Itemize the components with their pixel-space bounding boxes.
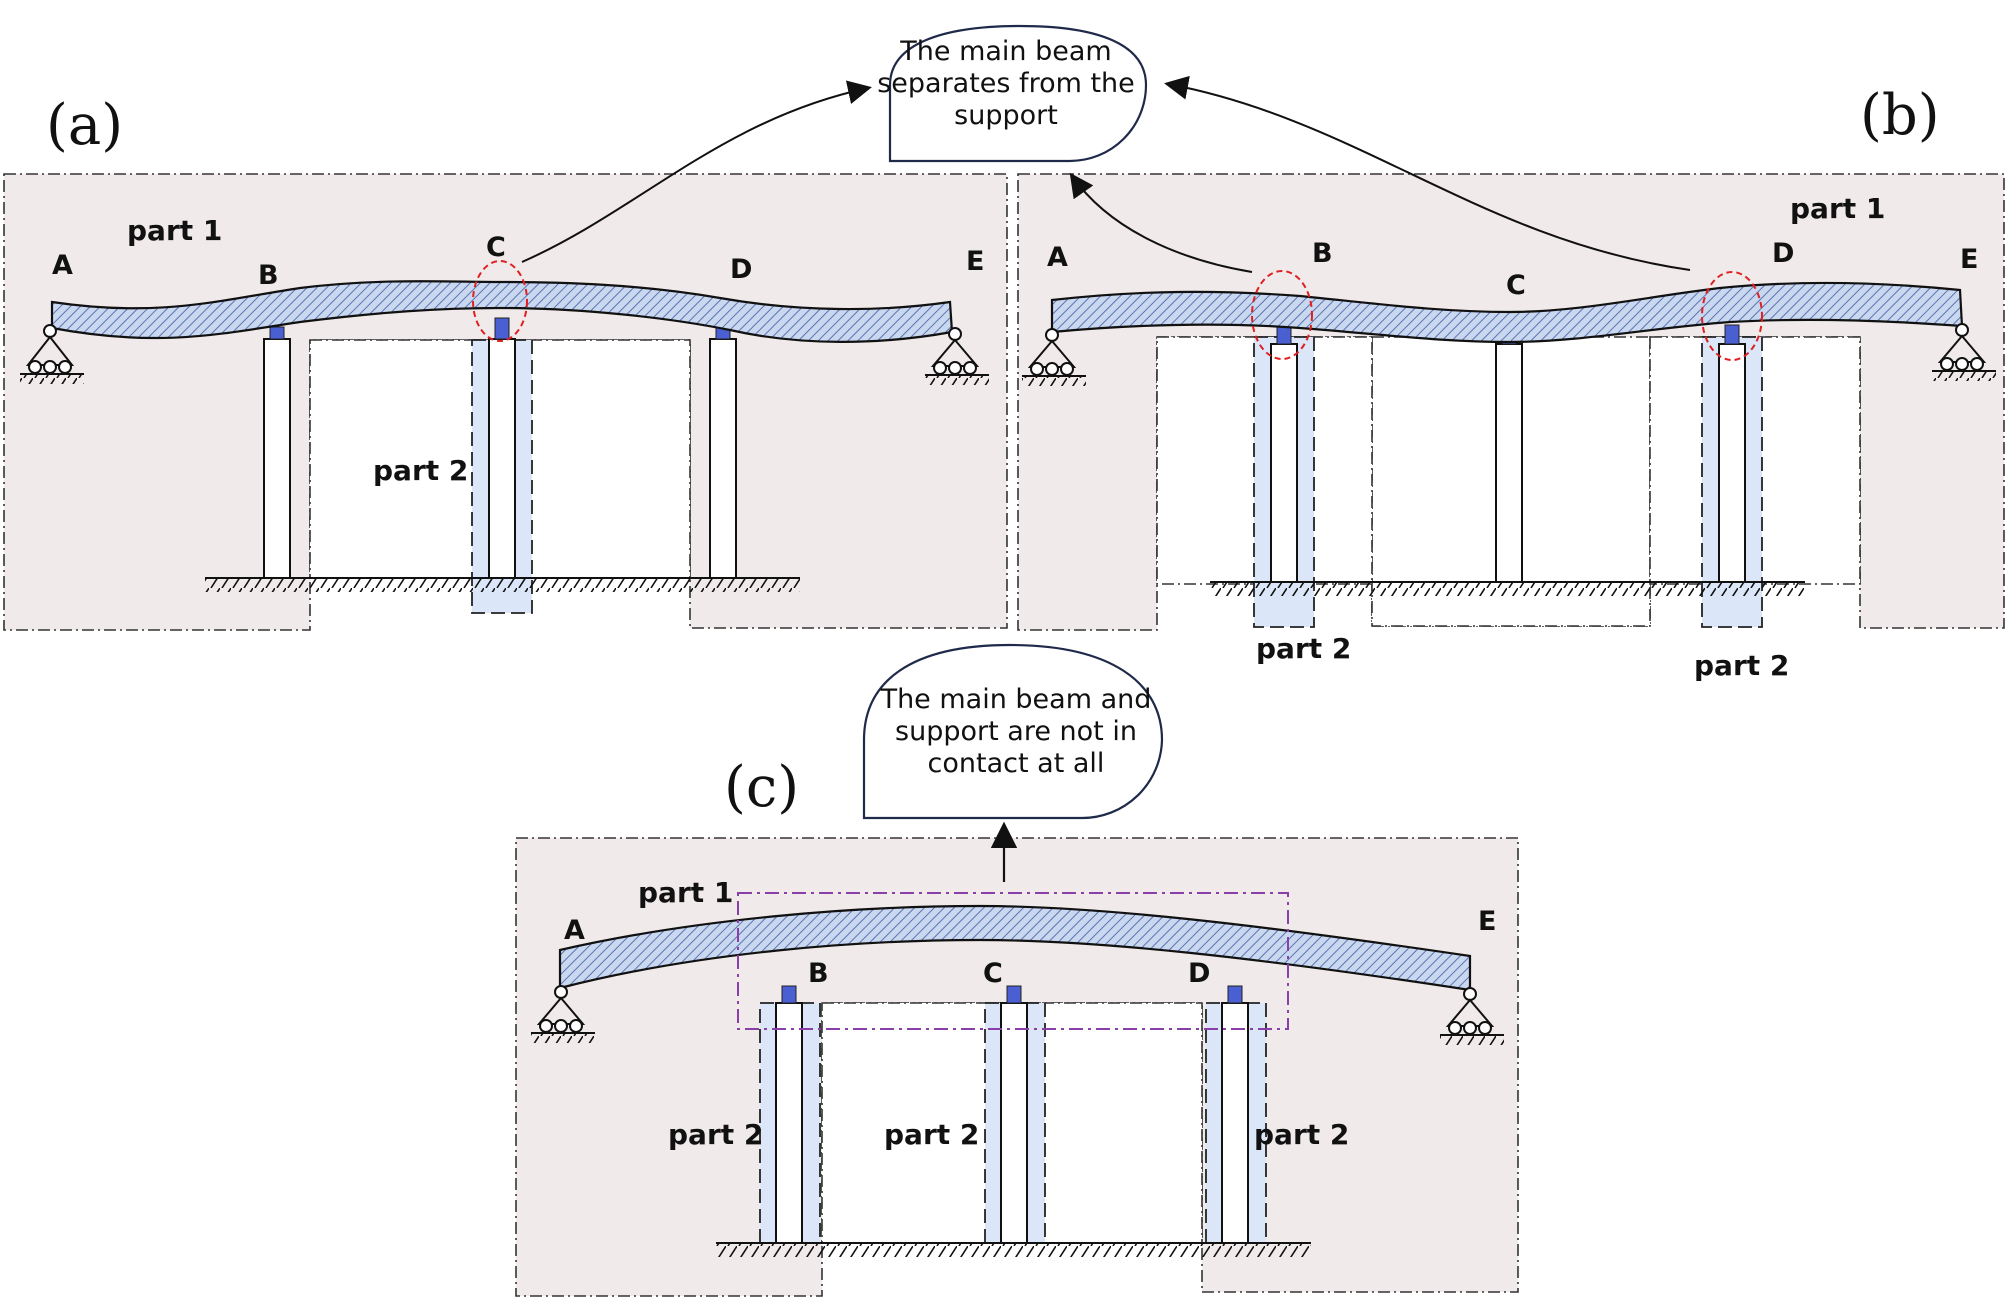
column-d-a: [709, 338, 737, 579]
pin-support-a-left: [20, 324, 84, 384]
bearing-d-b: [1724, 324, 1740, 345]
column-c-c: [1000, 1002, 1028, 1244]
pin-support-b-left: [1022, 328, 1086, 386]
bearing-d-c: [1227, 985, 1243, 1004]
bearing-b-c: [781, 985, 797, 1004]
panel-label-b: (b): [1860, 83, 1940, 148]
red-marker-a: [472, 260, 528, 342]
bearing-c-a: [494, 317, 510, 340]
column-d-c: [1221, 1002, 1249, 1244]
point-e-b: E: [1960, 244, 1978, 275]
point-e-a: E: [966, 246, 984, 277]
part2-label-c-mid: part 2: [884, 1118, 979, 1151]
pin-support-c-left: [531, 985, 595, 1043]
point-b-b: B: [1312, 238, 1333, 269]
callout-bottom-line2: support are not in: [895, 716, 1137, 747]
callout-top-line1: The main beam: [899, 36, 1111, 67]
column-c-b: [1495, 343, 1523, 583]
point-d-b: D: [1772, 238, 1794, 269]
panel-a: (a) A B C D E part 1 part 2: [3, 93, 1008, 631]
ground-c: [716, 1243, 1311, 1257]
part2-label-a: part 2: [373, 454, 468, 487]
panel-label-c: (c): [724, 755, 799, 820]
panel-b: (b) A B C D E part 1 part 2 part 2: [1017, 83, 2005, 682]
column-b-b: [1270, 343, 1298, 583]
ground-a: [205, 578, 800, 592]
bearing-b-a: [269, 326, 285, 340]
point-a-a: A: [52, 250, 73, 281]
point-c-b: C: [1506, 270, 1526, 301]
callout-top-line2: separates from the: [877, 68, 1135, 99]
point-c-a: C: [486, 232, 506, 263]
pin-support-a-right: [925, 327, 989, 385]
pin-support-b-right: [1932, 323, 1996, 381]
column-b-c: [775, 1002, 803, 1244]
point-b-a: B: [258, 260, 279, 291]
column-c-a: [488, 338, 516, 579]
point-c-c: C: [983, 958, 1003, 989]
arrow-b-b-to-region: [1069, 172, 1253, 273]
pin-support-c-right: [1440, 987, 1504, 1045]
red-marker-b-left: [1251, 270, 1313, 360]
arrow-b-d-to-callout: [1164, 75, 1691, 271]
panel-label-a: (a): [46, 93, 123, 158]
part1-label-a: part 1: [127, 214, 222, 247]
point-a-b: A: [1047, 242, 1068, 273]
arrow-a-to-callout: [521, 80, 872, 263]
callout-bottom-bubble: [862, 643, 1164, 820]
column-d-b: [1718, 343, 1746, 583]
point-a-c: A: [564, 915, 585, 946]
callout-top-bubble: [888, 24, 1148, 163]
callout-bottom-line1: The main beam and: [880, 684, 1152, 715]
callout-top-line3: support: [954, 100, 1058, 131]
part1-label-b: part 1: [1790, 192, 1885, 225]
part2-label-c-left: part 2: [668, 1118, 763, 1151]
bearing-c-c: [1006, 985, 1022, 1004]
part2-label-b-left: part 2: [1256, 632, 1351, 665]
point-e-c: E: [1478, 906, 1496, 937]
column-b-a: [263, 338, 291, 579]
part2-label-c-right: part 2: [1254, 1118, 1349, 1151]
purple-box-c: [737, 892, 1289, 1030]
part2-label-b-right: part 2: [1694, 649, 1789, 682]
callout-top: The main beam separates from the support: [877, 24, 1148, 163]
panel-c: (c) A B C D E part 1 part 2 part 2 part …: [515, 755, 1519, 1297]
point-b-c: B: [808, 958, 829, 989]
callout-bottom-line3: contact at all: [928, 748, 1105, 779]
point-d-a: D: [730, 254, 752, 285]
callout-bottom: The main beam and support are not in con…: [862, 643, 1164, 820]
part1-label-c: part 1: [638, 876, 733, 909]
red-marker-b-right: [1701, 271, 1763, 361]
point-d-c: D: [1188, 958, 1210, 989]
ground-b: [1210, 582, 1805, 596]
